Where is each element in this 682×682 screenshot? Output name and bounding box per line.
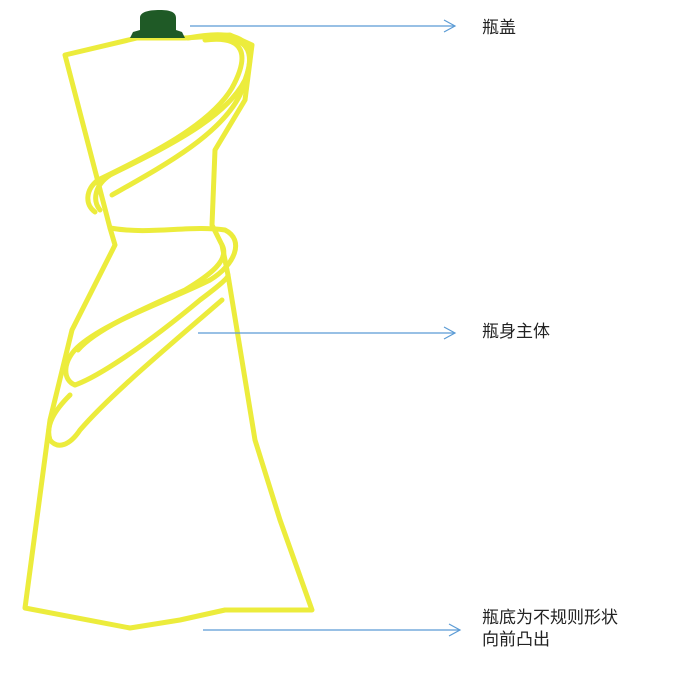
spiral-band-lower-2 (46, 297, 225, 448)
spiral-band-middle-1 (63, 225, 239, 388)
label-bottle-base-line1: 瓶底为不规则形状 (482, 608, 618, 628)
label-bottle-body: 瓶身主体 (482, 322, 550, 342)
label-bottle-cap: 瓶盖 (482, 18, 516, 38)
spiral-band-lower-1 (72, 272, 231, 388)
spiral-band-top-1 (93, 32, 253, 213)
bottle-cap (130, 10, 185, 38)
arrow-base (203, 623, 462, 637)
spiral-band-top-2 (85, 36, 245, 215)
label-bottle-base: 瓶底为不规则形状 向前凸出 (482, 607, 618, 651)
arrow-body (198, 326, 457, 340)
spiral-band-top-3 (109, 35, 253, 198)
bottle-silhouette (22, 32, 315, 631)
label-bottle-base-line2: 向前凸出 (482, 630, 550, 650)
spiral-band-middle-2 (75, 242, 227, 353)
bottle-outline (22, 32, 315, 631)
annotation-arrows (190, 19, 462, 637)
arrow-cap (190, 19, 457, 33)
